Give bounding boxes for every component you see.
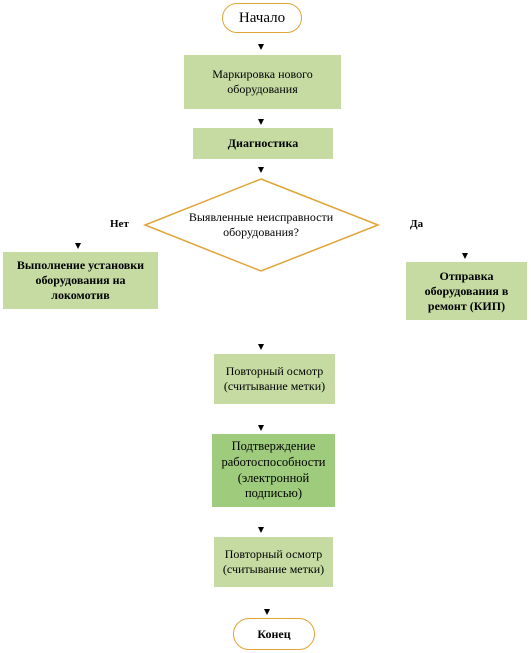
reinspection2-label: Повторный осмотр (считывание метки) — [222, 547, 325, 576]
arrow-marking-diagnostics — [258, 119, 264, 125]
arrow-to-reinspection2 — [258, 527, 264, 533]
start-label: Начало — [238, 9, 286, 26]
install-label: Выполнение установки оборудования на лок… — [16, 258, 145, 302]
arrow-to-reinspection1 — [258, 344, 264, 350]
yes-branch-label: Да — [410, 218, 424, 230]
reinspection2-box: Повторный осмотр (считывание метки) — [214, 537, 333, 587]
arrow-to-confirm — [258, 425, 264, 431]
decision-label: Выявленные неисправности оборудования? — [188, 210, 334, 239]
marking-box: Маркировка нового оборудования — [184, 55, 341, 109]
end-terminal: Конец — [233, 618, 315, 650]
diagnostics-box: Диагностика — [193, 128, 333, 159]
repair-label: Отправка оборудования в ремонт (КИП) — [424, 268, 509, 313]
confirm-box: Подтверждение работоспособности (электро… — [212, 434, 335, 507]
arrow-to-end — [264, 609, 270, 615]
install-box: Выполнение установки оборудования на лок… — [3, 252, 158, 309]
arrow-start-marking — [258, 44, 264, 50]
arrow-diagnostics-decision — [258, 167, 264, 173]
reinspection1-label: Повторный осмотр (считывание метки) — [223, 364, 326, 393]
arrow-to-install — [75, 243, 81, 249]
no-branch-label: Нет — [110, 218, 129, 230]
repair-box: Отправка оборудования в ремонт (КИП) — [406, 262, 527, 320]
start-terminal: Начало — [222, 3, 302, 33]
end-label: Конец — [257, 626, 291, 641]
confirm-label: Подтверждение работоспособности (электро… — [221, 439, 326, 501]
marking-label: Маркировка нового оборудования — [212, 67, 313, 96]
diagnostics-label: Диагностика — [227, 136, 299, 150]
reinspection1-box: Повторный осмотр (считывание метки) — [214, 354, 335, 404]
arrow-to-repair — [462, 253, 468, 259]
